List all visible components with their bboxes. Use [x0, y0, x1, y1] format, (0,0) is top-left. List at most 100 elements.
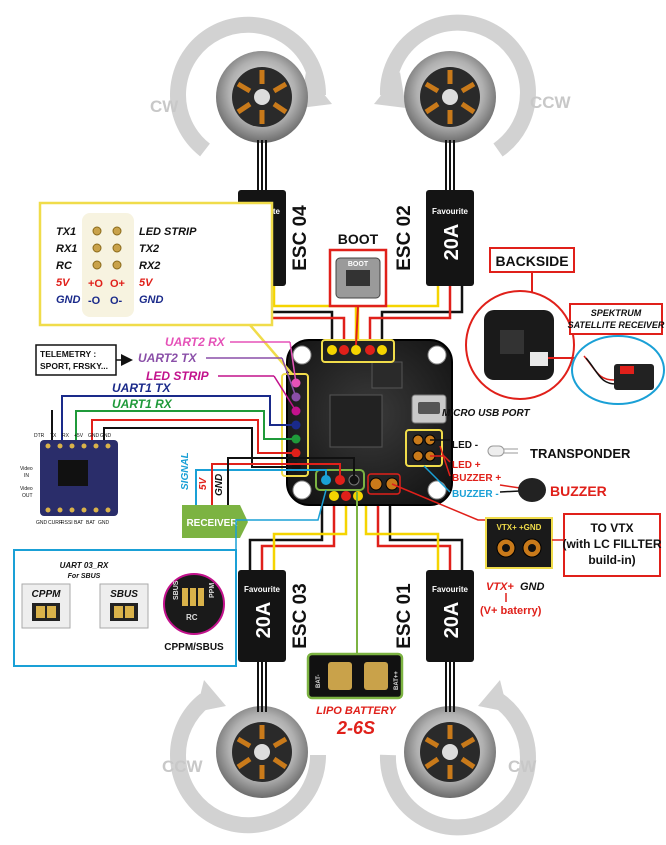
vtx-note: (V+ baterry): [480, 605, 542, 617]
pad-minus-b: O-: [110, 295, 123, 307]
pin-left-3: 5V: [56, 277, 71, 289]
telemetry-callout: TELEMETRY : SPORT, FRSKY...: [35, 344, 133, 376]
pin-left-2: RC: [56, 260, 73, 272]
pin-left-0: TX1: [56, 226, 76, 238]
mcu-chip: [329, 394, 383, 448]
receiver-callout: SIGNAL 5V GND RECEIVER: [180, 452, 355, 538]
rotation-arrow-icon: [379, 693, 536, 836]
osd-top-5: GND: [100, 433, 112, 439]
vtx-pad-label: VTX+ +GND: [497, 523, 542, 532]
receiver-gnd-label: GND: [214, 474, 225, 496]
motor-bottom-left: [170, 680, 327, 834]
uart2-tx-label: UART2 TX: [138, 351, 197, 365]
esc-04-label: ESC 04: [290, 205, 311, 271]
motor-top-left: [170, 16, 332, 157]
uart-labels: UART2 RX UART2 TX LED STRIP UART1 TX UAR…: [112, 335, 297, 412]
osd-bottom-2: RSSI: [61, 520, 73, 526]
led-plus-label: LED +: [452, 460, 481, 471]
boot-callout: BOOT BOOT: [328, 231, 388, 346]
sbus-label: SBUS: [110, 589, 138, 600]
pad-minus-a: -O: [88, 295, 101, 307]
uart2-rx-label: UART2 RX: [165, 335, 226, 349]
lipo-line-2: 2-6S: [336, 718, 375, 738]
arrow-head-icon: [374, 72, 406, 108]
rotation-arrow-icon: [170, 16, 327, 157]
pin-right-3: 5V: [139, 277, 154, 289]
arrow-head-icon: [478, 680, 508, 712]
receiver-signal-label: SIGNAL: [180, 452, 191, 490]
uart1-rx-label: UART1 RX: [112, 397, 173, 411]
osd-bottom-3: BAT: [74, 520, 83, 526]
cppm-label: CPPM: [32, 589, 62, 600]
spektrum-label-2: SATELLITE RECEIVER: [568, 320, 665, 330]
motor-bottom-right-direction: CW: [508, 757, 537, 776]
telemetry-line-2: SPORT, FRSKY...: [40, 361, 108, 371]
vtx-gnd-label: GND: [520, 581, 545, 593]
osd-side-1: IN: [24, 473, 29, 479]
osd-top-0: DTR: [34, 433, 45, 439]
esc-rating: 20A: [253, 602, 275, 639]
motor-top-right-direction: CCW: [530, 93, 572, 112]
esc-03-label: ESC 03: [290, 583, 311, 648]
esc-brand: Favourite: [244, 585, 281, 594]
osd-side-2: Video: [20, 486, 33, 492]
pin-right-1: TX2: [139, 243, 159, 255]
transponder-led-icon: [487, 445, 518, 457]
receiver-label: RECEIVER: [186, 518, 238, 529]
pinout-legend: TX1 RX1 RC 5V GND LED STRIP TX2 RX2 5V G…: [38, 201, 293, 375]
telemetry-line-1: TELEMETRY :: [40, 349, 96, 359]
esc-02-label: ESC 02: [394, 205, 415, 270]
arrow-head-icon: [300, 72, 332, 108]
esc-01-label: ESC 01: [394, 583, 415, 649]
flight-controller-board: [281, 339, 453, 506]
led-strip-label: LED STRIP: [146, 369, 210, 383]
sbus-box-subtitle: For SBUS: [68, 573, 101, 580]
esc-rating: 20A: [441, 224, 463, 261]
osd-board: DTR TX RX +5V GND GND Video IN Video OUT…: [20, 433, 118, 526]
lipo-line-1: LIPO BATTERY: [316, 705, 397, 717]
boot-button-text: BOOT: [348, 261, 369, 268]
pad-rc-text: RC: [186, 613, 198, 622]
osd-side-0: Video: [20, 466, 33, 472]
uart1-tx-label: UART1 TX: [112, 381, 171, 395]
transponder-label: TRANSPONDER: [530, 446, 631, 461]
esc-02-board: Favourite 20A ESC 02: [394, 190, 474, 286]
motor-bottom-left-direction: CCW: [162, 757, 204, 776]
arrow-head-icon: [196, 680, 226, 712]
esc-03-board: Favourite 20A ESC 03: [238, 570, 311, 662]
motor-top-right: [374, 14, 536, 157]
backside-label: BACKSIDE: [495, 253, 568, 269]
motor-bottom-right: [379, 680, 536, 836]
esc-brand: Favourite: [432, 585, 469, 594]
buzzer-label: BUZZER: [550, 483, 607, 499]
osd-bottom-4: BAT: [86, 520, 95, 526]
esc-01-board: Favourite 20A ESC 01: [394, 570, 474, 662]
lipo-bat-minus: BAT-: [316, 674, 322, 688]
vtx-title-3: build-in): [588, 553, 635, 567]
lipo-bat-plus: BAT++: [394, 671, 400, 690]
vtx-callout: VTX+ +GND TO VTX (with LC FILLTER build-…: [391, 483, 662, 617]
rotation-arrow-icon: [170, 693, 327, 834]
transponder-callout: LED - LED + BUZZER + BUZZER - TRANSPONDE…: [423, 439, 631, 502]
rotation-arrow-icon: [379, 14, 536, 157]
osd-bottom-5: GND: [98, 520, 110, 526]
pin-right-4: GND: [139, 294, 164, 306]
sbus-callout: UART 03_RX For SBUS CPPM SBUS SBUS RC PP…: [13, 489, 327, 667]
osd-side-3: OUT: [22, 493, 33, 499]
pin-left-1: RX1: [56, 243, 77, 255]
boot-label: BOOT: [338, 231, 379, 247]
pad-plus-b: O+: [110, 278, 125, 290]
esc-brand: Favourite: [432, 207, 469, 216]
osd-bottom-1: CURR: [48, 520, 63, 526]
spektrum-label-1: SPEKTRUM: [591, 308, 642, 318]
osd-bottom-0: GND: [36, 520, 48, 526]
pin-left-4: GND: [56, 294, 81, 306]
pin-right-2: RX2: [139, 260, 160, 272]
osd-top-2: RX: [62, 433, 70, 439]
osd-top-4: GND: [88, 433, 100, 439]
vtx-title-1: TO VTX: [590, 521, 633, 535]
osd-top-3: +5V: [74, 433, 84, 439]
osd-top-1: TX: [50, 433, 57, 439]
